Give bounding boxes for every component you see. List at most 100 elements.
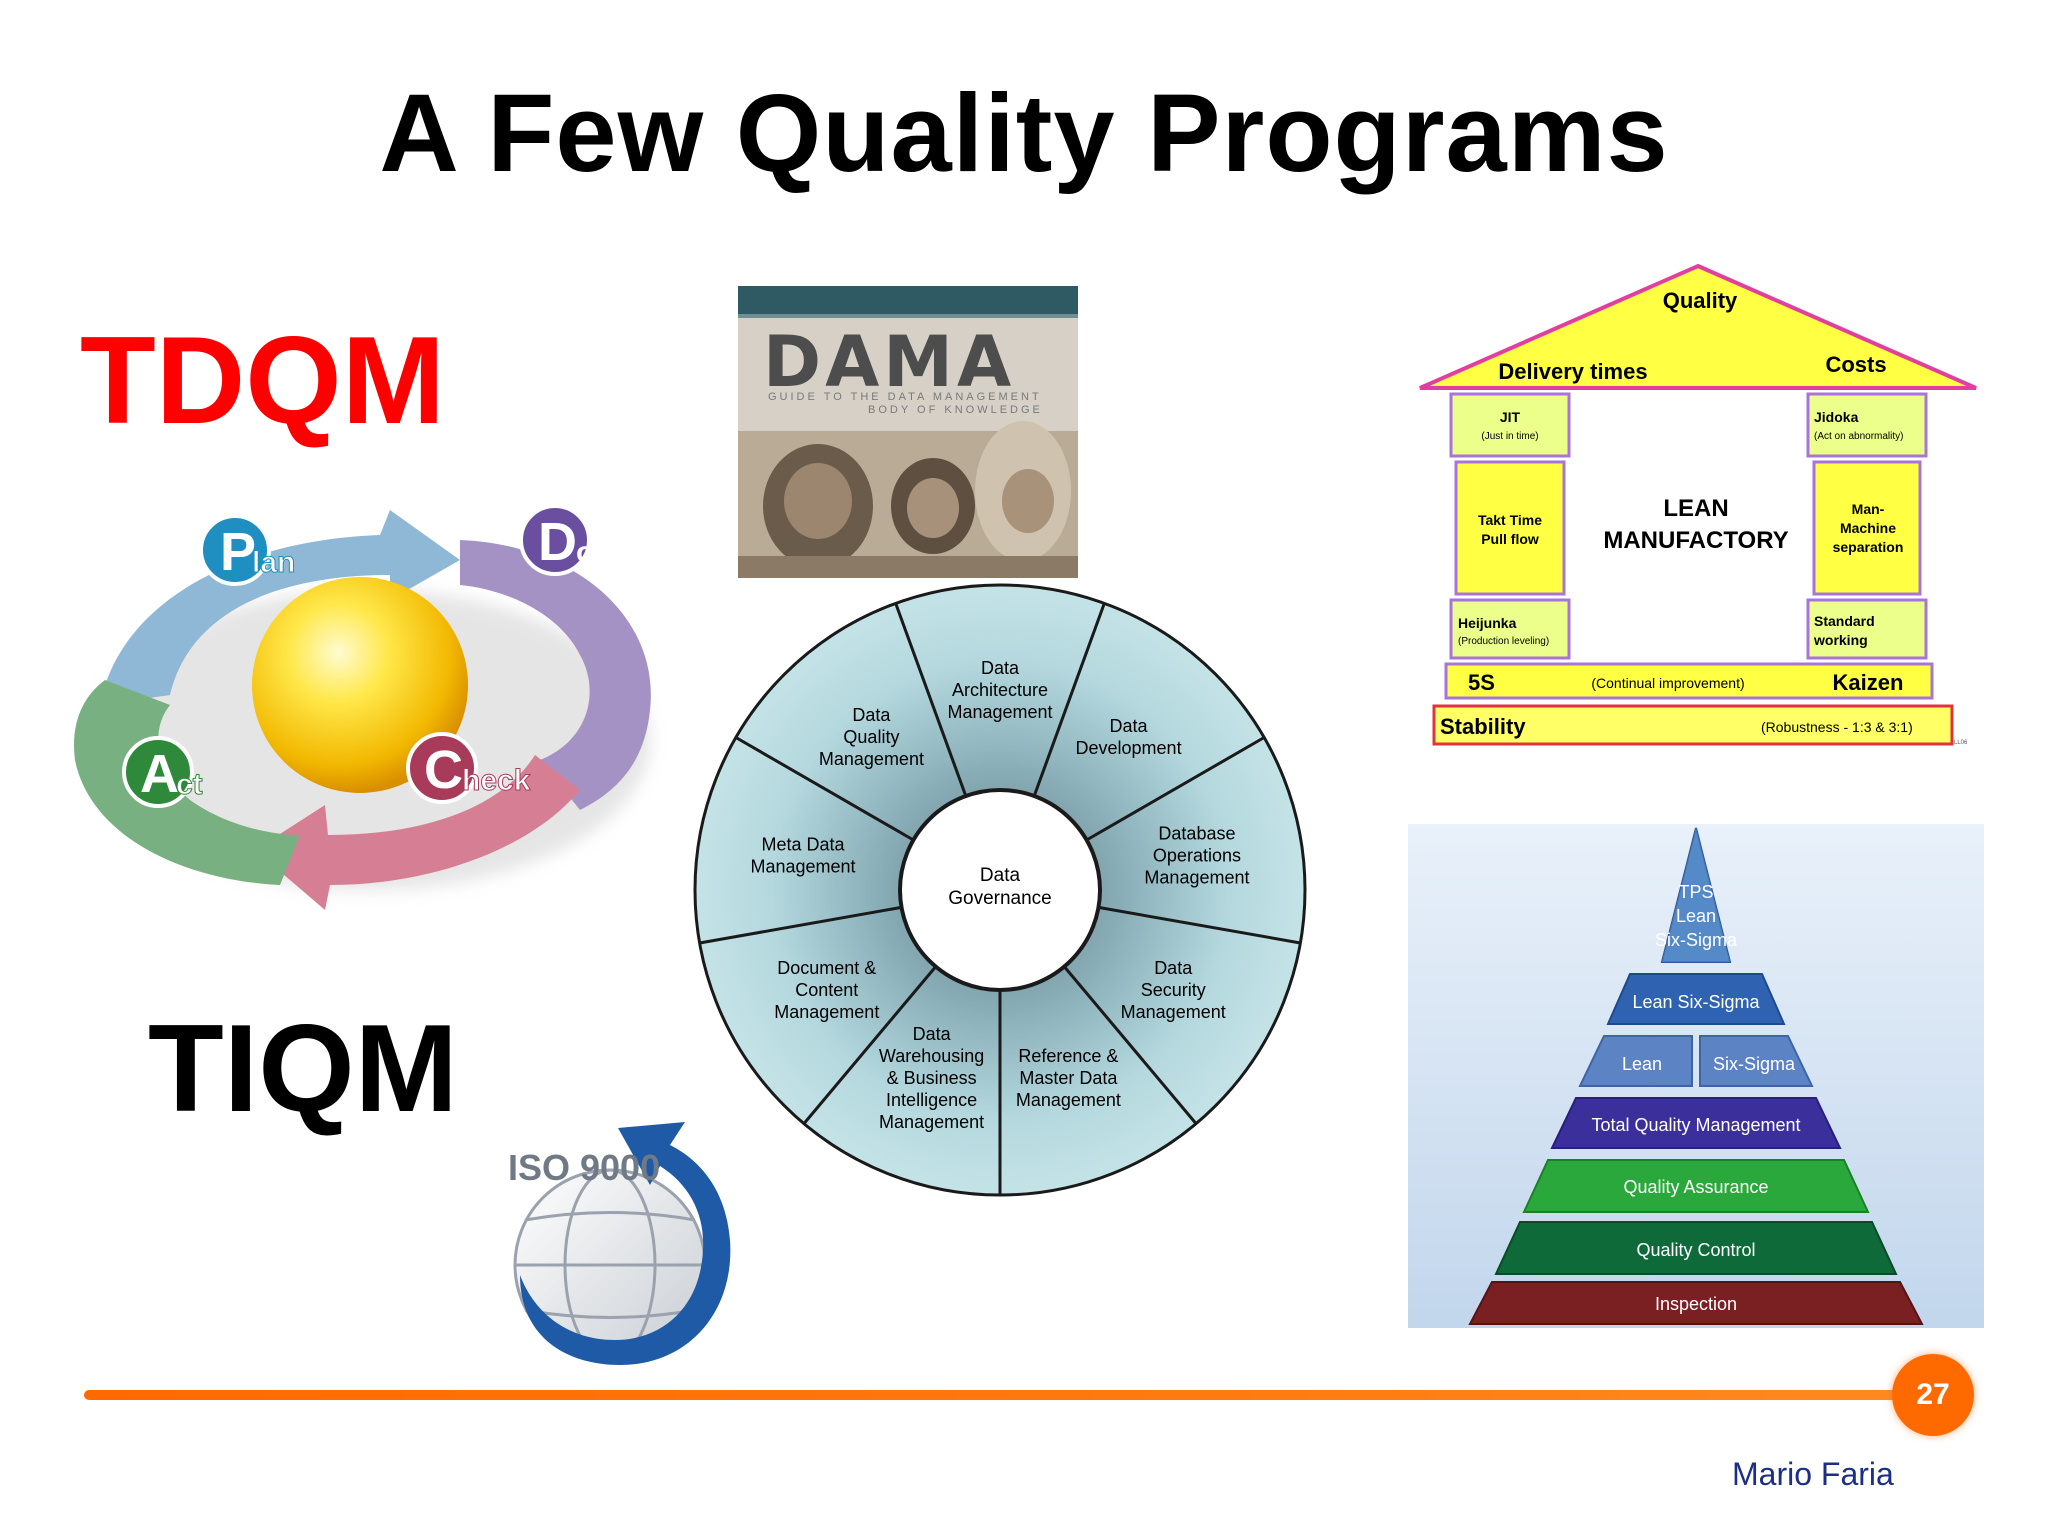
quality-pyramid-diagram: TPS Lean Six-Sigma Lean Six-Sigma Lean S… (1408, 824, 1984, 1328)
dama-wheel-divider (735, 736, 915, 842)
dama-wheel-segment-line: & Business (887, 1068, 977, 1088)
pdca-plan-rest: lan (252, 546, 295, 579)
lean-jidoka: Jidoka (1814, 409, 1859, 425)
dama-cover-title: DAMA (763, 321, 1015, 403)
pyramid-inspection: Inspection (1655, 1294, 1737, 1314)
iso-9000-label: ISO 9000 (508, 1147, 660, 1188)
pyramid-qa: Quality Assurance (1623, 1177, 1768, 1197)
dama-wheel-divider (802, 965, 937, 1125)
dama-wheel-segment-line: Management (947, 702, 1052, 722)
pyramid-tier-tqm (1550, 1097, 1842, 1149)
dama-wheel-divider (894, 602, 968, 797)
lean-roof (1419, 263, 1977, 390)
dama-wheel-segment-line: Management (1016, 1090, 1121, 1110)
pdca-check-letter: C (424, 740, 463, 800)
lean-takt-box (1454, 460, 1566, 596)
lean-tag: LL06 (1954, 740, 1968, 746)
lean-roof-quality: Quality (1663, 288, 1738, 313)
dama-wheel-segment-line: Management (879, 1112, 984, 1132)
pyramid-tps-2: Lean (1676, 906, 1716, 926)
dama-wheel-segment-line: Management (1121, 1002, 1226, 1022)
dama-wheel-center-circle (898, 788, 1102, 992)
dama-book-cover: DAMA GUIDE TO THE DATA MANAGEMENT BODY O… (738, 286, 1078, 578)
dama-wheel-segment-line: Warehousing (879, 1046, 984, 1066)
lean-jidoka-sub: (Act on abnormality) (1814, 431, 1903, 442)
tiqm-label: TIQM (148, 1000, 458, 1138)
author-name: Mario Faria (1732, 1456, 1894, 1492)
lean-man-2: Machine (1840, 520, 1896, 536)
lean-takt-2: Pull flow (1481, 531, 1539, 547)
footer-divider (84, 1390, 1922, 1400)
pdca-act-rest: ct (176, 768, 203, 801)
pyramid-tier-lean-six-sigma (1606, 973, 1786, 1025)
dama-wheel-segment-line: Management (774, 1002, 879, 1022)
pdca-plan-letter: P (220, 522, 256, 582)
dama-wheel-divider (1085, 736, 1265, 842)
dama-wheel-segment-line: Master Data (1019, 1068, 1118, 1088)
dama-wheel-segment-line: Intelligence (886, 1090, 977, 1110)
lean-heijunka: Heijunka (1458, 615, 1517, 631)
pdca-do-badge: D o (519, 504, 594, 576)
dama-wheel-center-line-1: Data (980, 865, 1021, 886)
dama-wheel-segment-line: Management (1144, 867, 1249, 887)
dama-wheel-divider (1098, 905, 1301, 945)
dama-wheel-segment-line: Content (795, 980, 858, 1000)
pyramid-six-sigma: Six-Sigma (1713, 1054, 1796, 1074)
lean-jit: JIT (1500, 409, 1521, 425)
pyramid-tier-qa (1522, 1159, 1870, 1213)
lean-kaizen: Kaizen (1833, 670, 1904, 695)
tdqm-label: TDQM (80, 312, 446, 450)
dama-wheel-segment-line: Development (1076, 738, 1182, 758)
dama-wheel-segment-line: Operations (1153, 845, 1241, 865)
dama-wheel-divider (1032, 602, 1106, 797)
pyramid-lean-six-sigma: Lean Six-Sigma (1632, 992, 1760, 1012)
pdca-plan-badge: P lan (199, 514, 296, 586)
page-number-badge: 27 (1892, 1354, 1974, 1436)
slide-title: A Few Quality Programs (379, 72, 1669, 195)
pyramid-tier-six-sigma (1699, 1035, 1814, 1087)
dama-wheel-segment-line: Database (1158, 823, 1235, 843)
lean-stability: Stability (1440, 714, 1526, 739)
dama-wheel-segment-line: Data (852, 705, 891, 725)
dama-wheel-segment-line: Data (913, 1024, 952, 1044)
lean-center-2: MANUFACTORY (1603, 527, 1788, 554)
lean-man-1: Man- (1852, 501, 1885, 517)
dama-wheel-segment-line: Meta Data (762, 834, 846, 854)
lean-heijunka-sub: (Production leveling) (1458, 636, 1549, 647)
iso-9000-globe-graphic: ISO 9000 (508, 1122, 731, 1365)
dama-wheel-segment-line: Data (981, 658, 1020, 678)
dama-wheel-segment-line: Data (1154, 958, 1193, 978)
lean-jit-box (1449, 392, 1571, 458)
pyramid-tier-inspection (1468, 1281, 1924, 1325)
pyramid-lean: Lean (1622, 1054, 1662, 1074)
lean-standard-2: working (1813, 632, 1868, 648)
pyramid-tier-lean (1578, 1035, 1693, 1087)
lean-roof-delivery: Delivery times (1498, 359, 1647, 384)
lean-heijunka-box (1449, 598, 1571, 660)
lean-man-3: separation (1833, 539, 1904, 555)
dama-wheel-segment-line: Management (819, 749, 924, 769)
dama-wheel-center-line-2: Governance (948, 888, 1052, 909)
dama-wheel-segment-line: Architecture (952, 680, 1048, 700)
lean-5s: 5S (1468, 670, 1495, 695)
lean-takt-1: Takt Time (1478, 512, 1542, 528)
pdca-do-letter: D (538, 512, 577, 572)
pdca-check-rest: heck (462, 764, 531, 797)
dama-wheel-segment-line: Quality (843, 727, 899, 747)
dama-wheel-divider (699, 905, 902, 945)
lean-robustness: (Robustness - 1:3 & 3:1) (1761, 719, 1913, 735)
pdca-cycle-graphic: P lan D o C heck A ct (74, 504, 651, 910)
pyramid-tier-qc (1494, 1221, 1898, 1275)
dama-wheel-segment-line: Reference & (1018, 1046, 1118, 1066)
pyramid-tps-3: Six-Sigma (1655, 930, 1738, 950)
lean-jidoka-box (1806, 392, 1928, 458)
pdca-check-badge: C heck (406, 732, 531, 804)
dama-cover-subtitle-1: GUIDE TO THE DATA MANAGEMENT (768, 391, 1042, 403)
